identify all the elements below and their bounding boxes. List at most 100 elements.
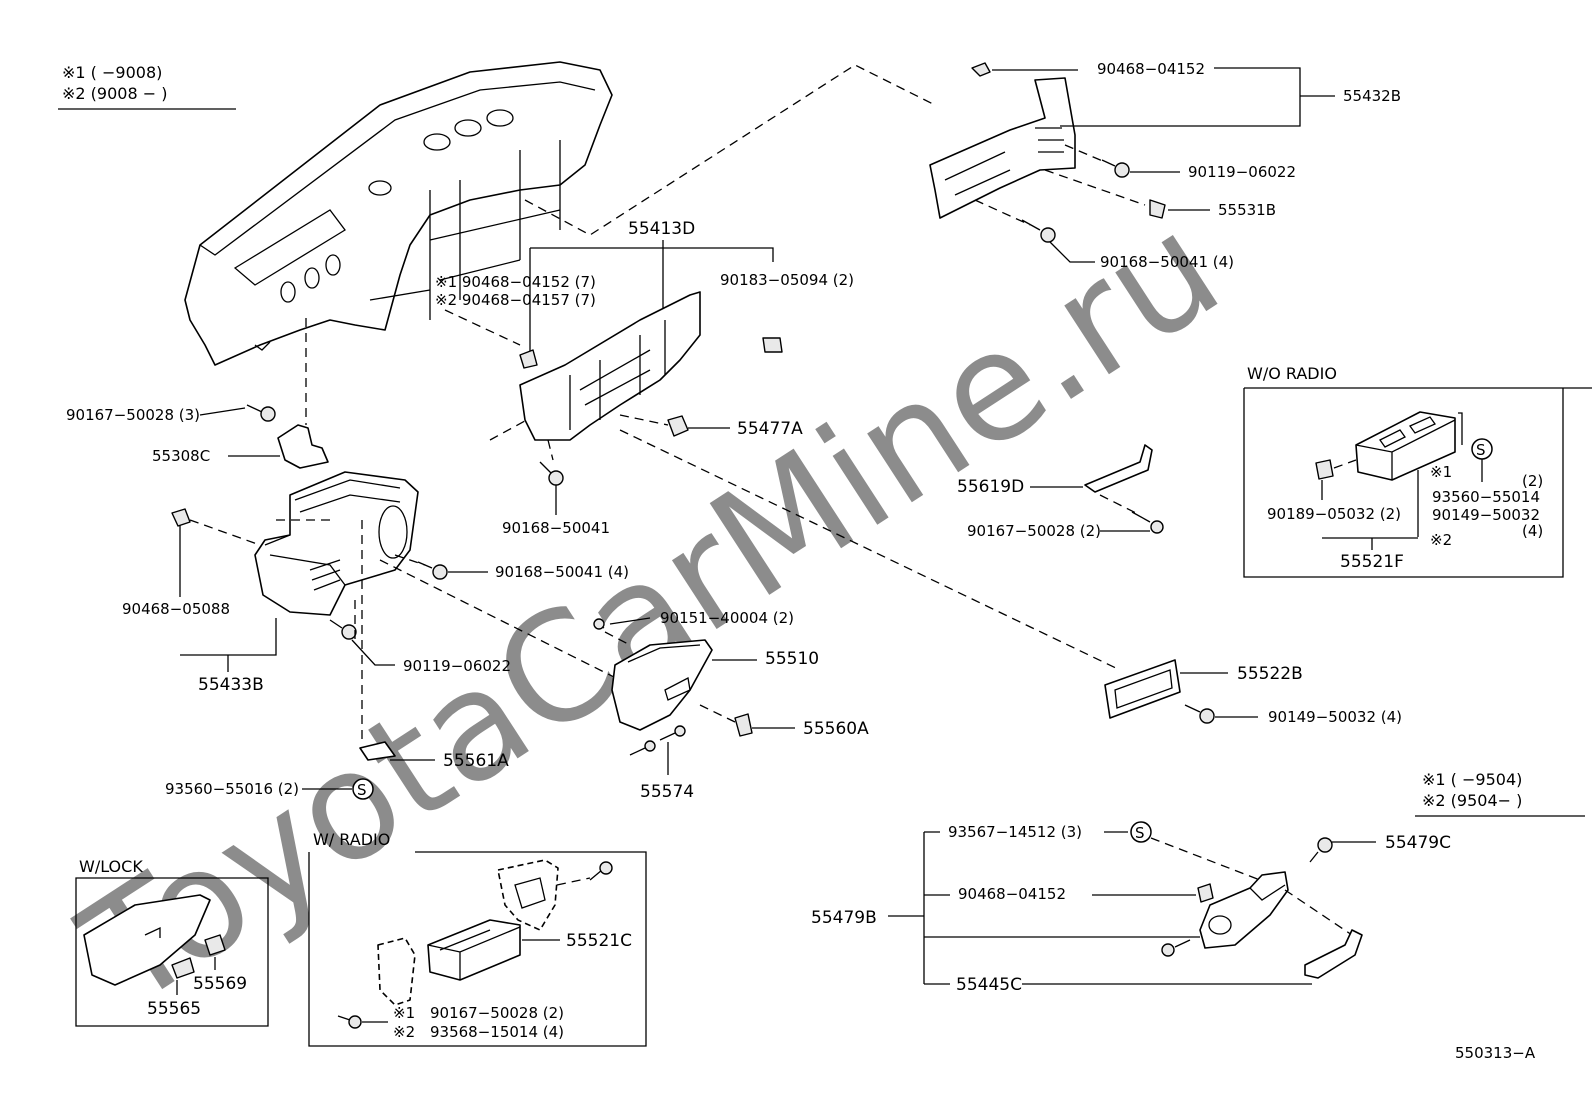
screw-90119-06022-top — [1101, 159, 1130, 178]
cluster-55433B-drawing — [254, 471, 419, 616]
label-55561A: 55561A — [443, 751, 509, 771]
label-90167-50028-3: 90167−50028 (3) — [66, 406, 200, 424]
s-mark-wo-radio-text: S — [1476, 441, 1486, 459]
label-55510: 55510 — [765, 649, 819, 669]
legend-line-1: ※1 ( −9008) — [62, 63, 162, 82]
screw-90167-50028-left — [246, 404, 276, 422]
w-lock-55569: 55569 — [193, 974, 247, 994]
legend-top-left: ※1 ( −9008) ※2 (9008 − ) — [58, 63, 236, 110]
label-90168-50041-4-top: 90168−50041 (4) — [1100, 253, 1234, 271]
panel-55522B-drawing — [1104, 659, 1181, 719]
label-55531B: 55531B — [1218, 201, 1276, 219]
label-90151-40004: 90151−40004 (2) — [660, 609, 794, 627]
bracket-55479B-drawing — [1199, 871, 1289, 949]
bracket-55308C-drawing — [277, 424, 329, 469]
wo-radio-title: W/O RADIO — [1247, 364, 1337, 383]
label-55560A: 55560A — [803, 719, 869, 739]
clip-55560A — [734, 713, 753, 737]
w-radio-title: W/ RADIO — [313, 830, 390, 849]
label-90468-04152-bot: 90468−04152 — [958, 885, 1066, 903]
legend-right-line-1: ※1 ( −9504) — [1422, 770, 1522, 789]
screws-55574 — [629, 725, 686, 756]
drawing-code: 550313−A — [1455, 1044, 1536, 1062]
label-90168-50041-4-mid: 90168−50041 (4) — [495, 563, 629, 581]
wo-radio-93560-55014: 93560−55014 — [1432, 488, 1540, 506]
screw-90168-50041-mid — [417, 561, 448, 580]
clip-55477A — [667, 415, 689, 437]
w-radio-screw — [589, 861, 613, 881]
label-90119-06022-top: 90119−06022 — [1188, 163, 1296, 181]
w-radio-93568-15014: 93568−15014 (4) — [430, 1023, 564, 1041]
label-55445C: 55445C — [956, 975, 1022, 995]
label-n1-90468-04152-7: ※1 90468−04152 (7) — [435, 273, 596, 291]
nut-90183-05094 — [762, 337, 783, 353]
w-radio-left-screw — [337, 1015, 362, 1029]
legend-right-line-2: ※2 (9504− ) — [1422, 791, 1522, 810]
label-55479B: 55479B — [811, 908, 877, 928]
glovebox-55510-drawing — [611, 639, 713, 731]
screw-90151-40004 — [593, 618, 605, 630]
w-radio-55521C: 55521C — [566, 931, 632, 951]
label-55522B: 55522B — [1237, 664, 1303, 684]
wo-radio-n1: ※1 — [1430, 463, 1452, 481]
box-w-radio: W/ RADIO 55521C ※1 90167−50028 (2) ※2 93 — [308, 830, 647, 1047]
legend-line-2: ※2 (9008 − ) — [62, 84, 167, 103]
label-90119-06022-mid: 90119−06022 — [403, 657, 511, 675]
label-55432B: 55432B — [1343, 87, 1401, 105]
label-90167-50028-2-mid: 90167−50028 (2) — [967, 522, 1101, 540]
w-lock-55569-part — [204, 934, 226, 956]
w-radio-n2: ※2 — [393, 1023, 415, 1041]
wo-radio-90189-05032: 90189−05032 (2) — [1267, 505, 1401, 523]
label-55433B: 55433B — [198, 675, 264, 695]
s-mark-right: S — [1130, 821, 1152, 843]
w-lock-glovebox-drawing — [83, 894, 211, 986]
w-radio-pocket-drawing — [427, 919, 521, 981]
screw-90149-50032-4 — [1184, 704, 1215, 724]
label-55308C: 55308C — [152, 447, 210, 465]
s-mark-wo-radio: S — [1471, 438, 1493, 460]
label-90149-50032-4: 90149−50032 (4) — [1268, 708, 1402, 726]
bracket-55561A-drawing — [359, 741, 396, 761]
legend-right: ※1 ( −9504) ※2 (9504− ) — [1415, 770, 1585, 817]
label-90168-50041: 90168−50041 — [502, 519, 610, 537]
label-55619D: 55619D — [957, 477, 1024, 497]
wo-radio-n2: ※2 — [1430, 531, 1452, 549]
w-lock-title: W/LOCK — [79, 857, 143, 876]
screw-55479C — [1309, 837, 1333, 863]
screw-55479B-small — [1161, 939, 1191, 957]
screw-90168-50041-center — [539, 461, 564, 486]
clip-90468-05088 — [171, 508, 191, 527]
bracket-55413D-drawing — [519, 291, 701, 441]
wo-radio-clip — [1315, 459, 1334, 480]
w-radio-bezel-drawing — [497, 859, 559, 931]
bracket-55432B-drawing — [929, 62, 1076, 219]
wo-radio-55521F: 55521F — [1340, 552, 1404, 572]
s-mark-left: S — [352, 778, 374, 800]
label-90183-05094: 90183−05094 (2) — [720, 271, 854, 289]
wo-radio-qty-4: (4) — [1522, 522, 1543, 540]
w-lock-55565: 55565 — [147, 999, 201, 1019]
s-mark-right-text: S — [1135, 824, 1145, 842]
clip-55531B — [1149, 199, 1166, 219]
bracket-55619D-drawing — [1084, 444, 1153, 493]
bracket-55445C-drawing — [1304, 929, 1363, 979]
label-55477A: 55477A — [737, 419, 803, 439]
label-n2-90468-04157-7: ※2 90468−04157 (7) — [435, 291, 596, 309]
screw-90119-06022-mid — [329, 619, 357, 640]
clip-90468-04152-bot — [1197, 883, 1214, 903]
label-55479C: 55479C — [1385, 833, 1451, 853]
w-radio-90167-50028: 90167−50028 (2) — [430, 1004, 564, 1022]
label-55413D: 55413D — [628, 219, 695, 239]
s-mark-left-text: S — [357, 781, 367, 799]
wo-radio-qty-2: (2) — [1522, 472, 1543, 490]
box-w-lock: W/LOCK 55569 55565 — [75, 857, 269, 1027]
w-lock-55565-part — [171, 957, 195, 979]
wo-radio-pocket-drawing — [1355, 411, 1456, 481]
wo-radio-90149-50032: 90149−50032 — [1432, 506, 1540, 524]
box-wo-radio: W/O RADIO S ※1 (2) 93560−55014 90149−500… — [1243, 364, 1592, 578]
label-55574: 55574 — [640, 782, 694, 802]
w-radio-n1: ※1 — [393, 1004, 415, 1022]
instrument-panel-drawing — [184, 61, 613, 366]
screw-90168-50041-top — [1021, 219, 1056, 243]
